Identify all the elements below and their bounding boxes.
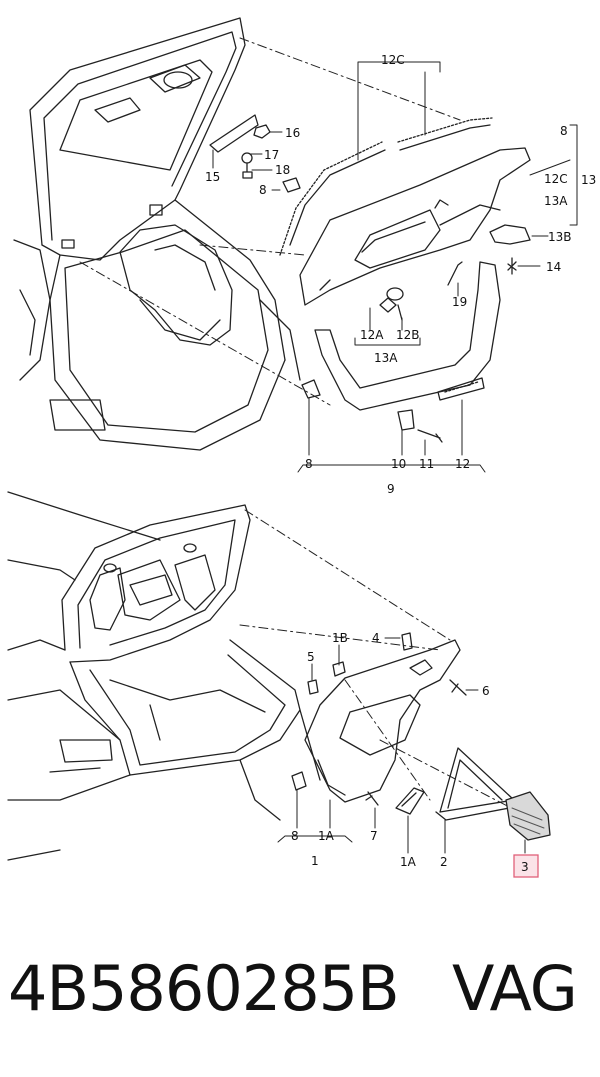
seal-strips-12C xyxy=(279,117,493,256)
tailgate-lower-trim xyxy=(314,261,501,411)
callout-8: 8 xyxy=(291,829,299,843)
callout-8-small: 8 xyxy=(259,183,267,197)
callout-12B: 12B xyxy=(396,328,420,342)
highlight-box-3 xyxy=(513,854,539,878)
callout-7: 7 xyxy=(370,829,378,843)
tailgate-upper-trim xyxy=(299,147,531,306)
callout-12C-top: 12C xyxy=(381,53,405,67)
part-number: 4B5860285B xyxy=(8,952,400,1025)
parts-diagram: 12C 8 12C 13 13A 13B 14 16 17 18 15 8 19… xyxy=(7,17,596,878)
callout-12C-right: 12C xyxy=(544,172,568,186)
small-parts-top xyxy=(209,114,531,443)
callout-14: 14 xyxy=(546,260,561,274)
callout-1B: 1B xyxy=(332,631,348,645)
callout-8-right: 8 xyxy=(560,124,568,138)
callout-10: 10 xyxy=(391,457,406,471)
top-leader-lines xyxy=(79,37,461,406)
trunk-trim-panel xyxy=(304,639,461,803)
small-parts-bottom xyxy=(291,632,551,841)
callout-12: 12 xyxy=(455,457,470,471)
callout-12A: 12A xyxy=(360,328,384,342)
callout-3: 3 xyxy=(521,860,529,874)
sedan-car-illustration xyxy=(7,491,321,861)
callout-2: 2 xyxy=(440,855,448,869)
callout-15: 15 xyxy=(205,170,220,184)
callout-1A-mid: 1A xyxy=(400,855,417,869)
callout-4: 4 xyxy=(372,631,380,645)
callout-11: 11 xyxy=(419,457,434,471)
callout-6: 6 xyxy=(482,684,490,698)
bottom-leader-lines xyxy=(239,509,516,811)
callout-9: 9 xyxy=(387,482,395,496)
bottom-callout-labels: 1B 4 5 6 8 1A 1 7 1A 2 3 xyxy=(291,631,529,874)
callout-1A-left: 1A xyxy=(318,829,335,843)
avant-car-illustration xyxy=(13,17,301,451)
top-callout-lines xyxy=(212,61,578,473)
top-callout-labels: 12C 8 12C 13 13A 13B 14 16 17 18 15 8 19… xyxy=(205,53,596,496)
callout-18: 18 xyxy=(275,163,290,177)
callout-1: 1 xyxy=(311,854,319,868)
callout-19: 19 xyxy=(452,295,467,309)
bottom-callout-lines xyxy=(277,637,526,854)
callout-13B: 13B xyxy=(548,230,572,244)
brand-label: VAG xyxy=(452,952,578,1025)
callout-8-bottom: 8 xyxy=(305,457,313,471)
callout-13A-right: 13A xyxy=(544,194,568,208)
callout-17: 17 xyxy=(264,148,279,162)
callout-13-right: 13 xyxy=(581,173,596,187)
callout-13A-mid: 13A xyxy=(374,351,398,365)
callout-16: 16 xyxy=(285,126,300,140)
callout-5: 5 xyxy=(307,650,315,664)
